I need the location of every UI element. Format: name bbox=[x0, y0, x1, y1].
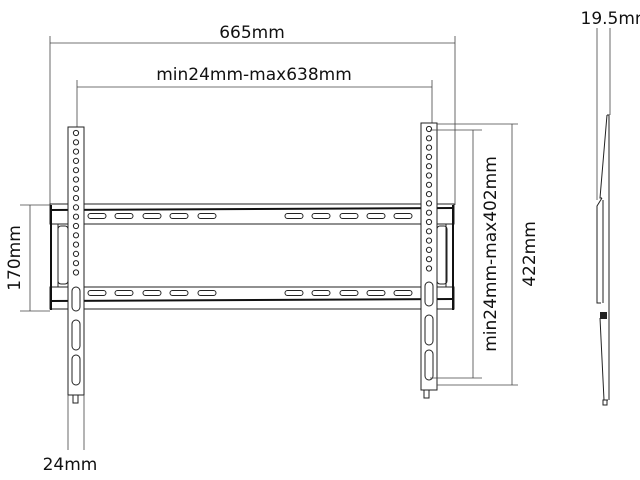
mount-hole bbox=[72, 129, 80, 137]
mount-hole bbox=[72, 139, 80, 146]
label-arm-width: 24mm bbox=[43, 455, 98, 475]
rail-slot bbox=[311, 290, 331, 296]
mount-hole bbox=[425, 200, 433, 207]
mount-hole bbox=[72, 241, 80, 248]
mount-hole bbox=[72, 195, 80, 202]
wall-plate-rails bbox=[49, 203, 455, 310]
dimension-arm-height: 422mm bbox=[437, 123, 540, 386]
mount-hole bbox=[72, 232, 80, 239]
dimension-arm-width: 24mm bbox=[43, 395, 98, 475]
mount-hole bbox=[72, 157, 80, 164]
mount-hole bbox=[425, 135, 433, 142]
mount-hole bbox=[72, 250, 80, 257]
dimension-overall-width: 665mm bbox=[49, 23, 456, 205]
mount-hole bbox=[425, 144, 433, 151]
mount-hole bbox=[72, 204, 80, 211]
mount-hole bbox=[72, 148, 80, 155]
mount-hole bbox=[425, 265, 433, 272]
label-overall-width: 665mm bbox=[219, 23, 285, 43]
rail-slot bbox=[142, 213, 162, 219]
mount-hole bbox=[72, 167, 80, 174]
mount-hole bbox=[425, 191, 433, 198]
rail-slot bbox=[311, 213, 331, 219]
mount-hole bbox=[425, 209, 433, 216]
rail-slot bbox=[284, 290, 304, 296]
rail-slot bbox=[197, 213, 217, 219]
rail-slot bbox=[142, 290, 162, 296]
mount-hole bbox=[72, 185, 80, 192]
mount-hole bbox=[425, 246, 433, 253]
mount-hole bbox=[425, 125, 433, 133]
mount-hole bbox=[425, 172, 433, 179]
rail-slot bbox=[393, 290, 413, 296]
dimension-hole-span-vertical: min24mm-max402mm bbox=[430, 129, 501, 379]
dimension-hole-span-horizontal: min24mm-max638mm bbox=[76, 65, 433, 133]
label-depth: 19.5mm bbox=[581, 9, 640, 29]
side-view: 19.5mm bbox=[581, 9, 640, 406]
right-arm bbox=[420, 122, 438, 399]
rail-slot bbox=[339, 290, 359, 296]
mount-hole bbox=[425, 256, 433, 263]
mount-hole bbox=[425, 181, 433, 188]
mount-hole bbox=[72, 269, 80, 276]
rail-slot bbox=[114, 290, 134, 296]
mount-hole bbox=[72, 260, 80, 267]
mount-hole bbox=[72, 176, 80, 183]
label-arm-height: 422mm bbox=[520, 221, 540, 287]
mount-hole bbox=[72, 222, 80, 230]
mount-hole bbox=[425, 237, 433, 244]
mount-hole bbox=[425, 153, 433, 160]
mount-hole bbox=[72, 213, 80, 220]
rail-slot bbox=[87, 290, 107, 296]
mount-hole bbox=[425, 163, 433, 170]
mount-hole bbox=[425, 228, 433, 235]
mount-hole bbox=[425, 218, 433, 226]
left-arm bbox=[67, 126, 85, 404]
rail-slot bbox=[366, 213, 386, 219]
rail-slot bbox=[169, 213, 189, 219]
rail-slot bbox=[339, 213, 359, 219]
rail-slot bbox=[197, 290, 217, 296]
dimension-rail-height: 170mm bbox=[5, 204, 50, 312]
rail-slot bbox=[393, 213, 413, 219]
rail-slot bbox=[366, 290, 386, 296]
rail-slot bbox=[114, 213, 134, 219]
rail-slot bbox=[284, 213, 304, 219]
rail-slot bbox=[169, 290, 189, 296]
label-rail-height: 170mm bbox=[5, 225, 25, 291]
label-hole-span-horizontal: min24mm-max638mm bbox=[156, 65, 352, 85]
rail-slot bbox=[87, 213, 107, 219]
label-hole-span-vertical: min24mm-max402mm bbox=[481, 156, 501, 352]
